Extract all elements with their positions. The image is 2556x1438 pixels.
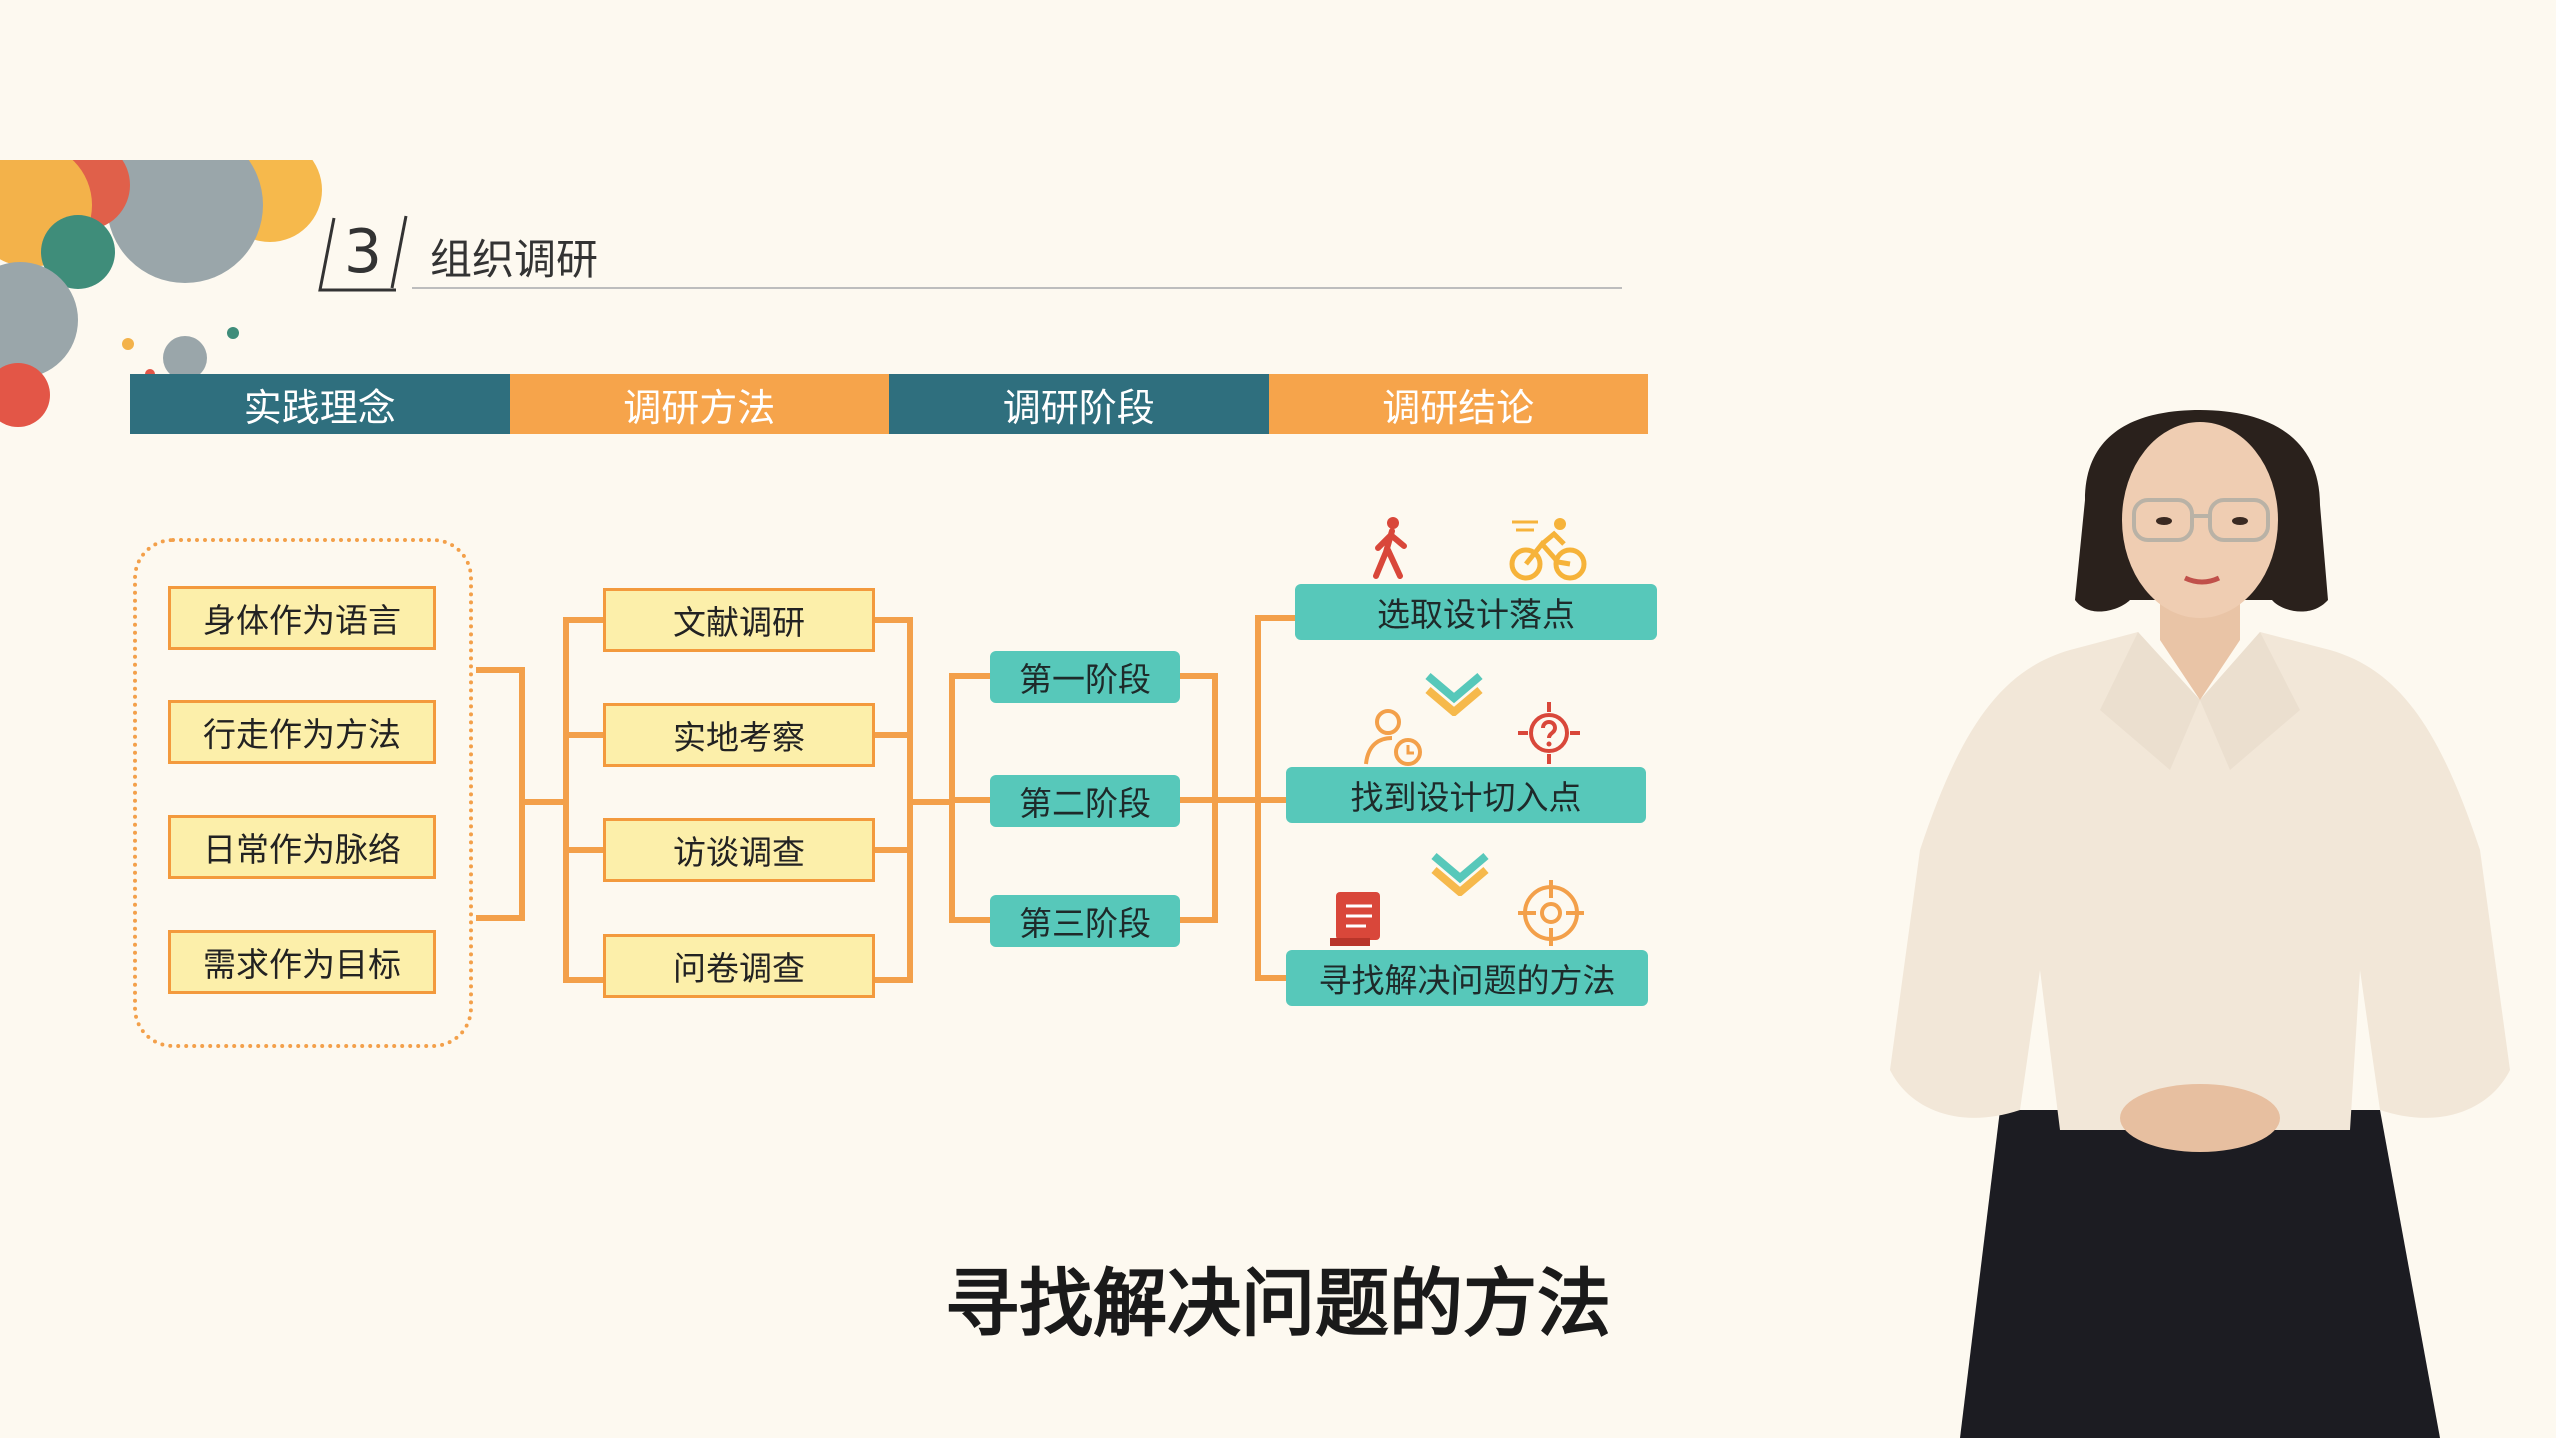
document-scroll-icon: [1330, 892, 1380, 946]
concept-daily-as-context: 日常作为脉络: [168, 815, 436, 879]
slide-number: 3: [343, 217, 383, 287]
conclusion-find-solution-method: 寻找解决问题的方法: [1286, 950, 1648, 1006]
section-title: 组织调研: [430, 235, 599, 284]
column-header-bar: 实践理念 调研方法 调研阶段 调研结论: [130, 374, 1648, 434]
conclusion-find-entry-point: 找到设计切入点: [1286, 767, 1646, 823]
chevron-down-icon: [1431, 852, 1489, 896]
method-literature-research: 文献调研: [603, 588, 875, 652]
concept-walking-as-method: 行走作为方法: [168, 700, 436, 764]
stage-three: 第三阶段: [990, 895, 1180, 947]
person-clock-icon: [1364, 709, 1422, 766]
walking-person-icon: [1373, 517, 1407, 579]
stage-one: 第一阶段: [990, 651, 1180, 703]
stage-two: 第二阶段: [990, 775, 1180, 827]
chevron-down-icon: [1425, 672, 1483, 716]
question-target-icon: [1518, 702, 1580, 764]
crosshair-icon: [1518, 880, 1584, 946]
conclusion-select-design-point: 选取设计落点: [1295, 584, 1657, 640]
method-questionnaire: 问卷调查: [603, 934, 875, 998]
concept-body-as-language: 身体作为语言: [168, 586, 436, 650]
cyclist-icon: [1509, 518, 1587, 581]
method-interview: 访谈调查: [603, 818, 875, 882]
column-header-practice: 实践理念: [130, 374, 510, 434]
subtitle-caption: 寻找解决问题的方法: [945, 1261, 1611, 1347]
decorative-circles: [0, 160, 322, 427]
method-field-survey: 实地考察: [603, 703, 875, 767]
column-header-conclusion: 调研结论: [1268, 374, 1648, 434]
concept-group-frame: [133, 538, 473, 1048]
column-header-method: 调研方法: [509, 374, 889, 434]
slide-number-frame: [318, 215, 408, 292]
presenter-figure: [1890, 410, 2510, 1438]
column-header-stage: 调研阶段: [889, 374, 1269, 434]
title-divider: [412, 287, 1622, 289]
concept-needs-as-goal: 需求作为目标: [168, 930, 436, 994]
